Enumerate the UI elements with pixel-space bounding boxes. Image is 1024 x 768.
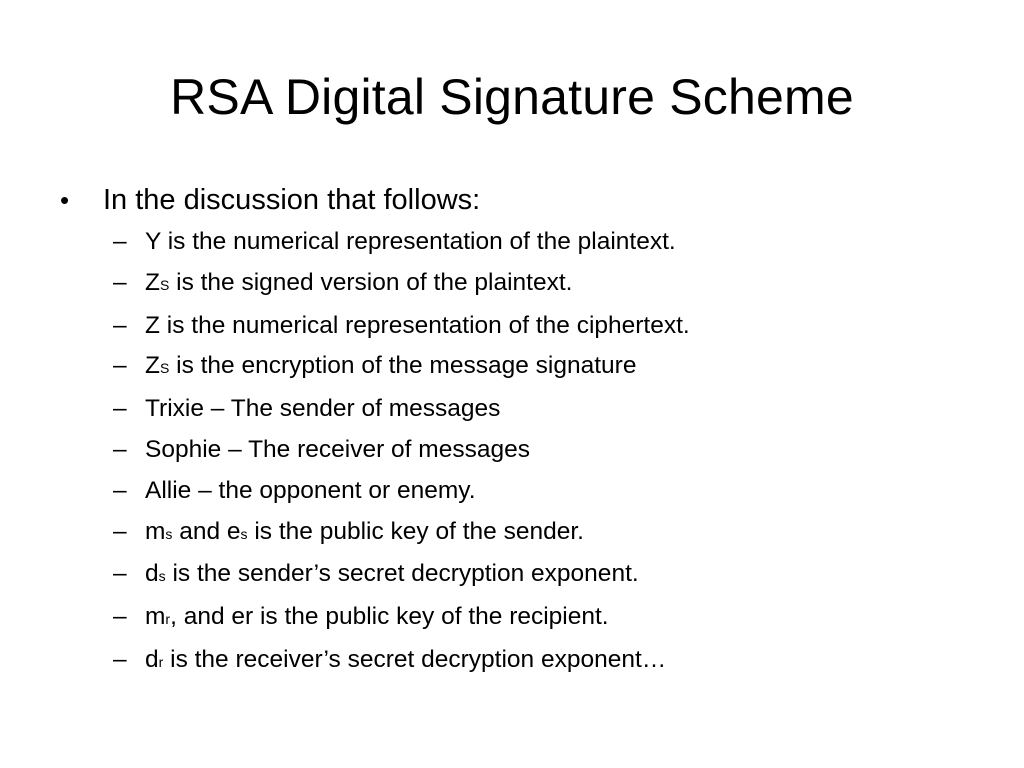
sub-bullet-list: – Y is the numerical representation of t… <box>58 222 988 683</box>
dash-icon: – <box>113 352 127 380</box>
sub-bullet-item: – ms and es is the public key of the sen… <box>58 512 988 555</box>
sub-bullet-text: Y is the numerical representation of the… <box>145 228 676 255</box>
dash-icon: – <box>113 311 127 339</box>
sub-bullet-item: – Allie – the opponent or enemy. <box>58 471 988 512</box>
dash-icon: – <box>113 228 127 255</box>
dash-icon: – <box>113 395 127 423</box>
sub-bullet-text: Z is the numerical representation of the… <box>145 311 690 339</box>
subscript: S <box>159 276 170 293</box>
sub-bullet-item: – Sophie – The receiver of messages <box>58 430 988 471</box>
dash-icon: – <box>113 603 127 631</box>
sub-bullet-text: Allie – the opponent or enemy. <box>145 476 476 504</box>
sub-bullet-item: – mr, and er is the public key of the re… <box>58 597 988 640</box>
subscript: r <box>165 611 171 628</box>
dash-icon: – <box>113 476 127 504</box>
bullet-icon: • <box>60 185 70 215</box>
dash-icon: – <box>113 560 127 588</box>
subscript: s <box>165 525 173 542</box>
bullet-item: • In the discussion that follows: <box>58 178 988 222</box>
subscript: r <box>158 653 164 670</box>
bullet-text: In the discussion that follows: <box>103 184 481 216</box>
sub-bullet-item: – ZS is the signed version of the plaint… <box>58 263 988 306</box>
dash-icon: – <box>113 268 127 296</box>
sub-bullet-text: ZS is the signed version of the plaintex… <box>145 268 573 296</box>
sub-bullet-text: mr, and er is the public key of the reci… <box>145 603 609 631</box>
sub-bullet-text: ZS is the encryption of the message sign… <box>145 352 637 380</box>
slide-content: • In the discussion that follows: – Y is… <box>58 178 988 683</box>
sub-bullet-text: dr is the receiver’s secret decryption e… <box>145 645 667 673</box>
sub-bullet-item: – Z is the numerical representation of t… <box>58 306 988 347</box>
sub-bullet-item: – ZS is the encryption of the message si… <box>58 346 988 389</box>
subscript: S <box>159 360 170 377</box>
sub-bullet-text: Sophie – The receiver of messages <box>145 435 530 463</box>
sub-bullet-item: – Trixie – The sender of messages <box>58 389 988 430</box>
sub-bullet-item: – dr is the receiver’s secret decryption… <box>58 640 988 683</box>
sub-bullet-text: ms and es is the public key of the sende… <box>145 517 584 545</box>
subscript: s <box>240 525 248 542</box>
slide-title: RSA Digital Signature Scheme <box>170 69 854 125</box>
sub-bullet-item: – ds is the sender’s secret decryption e… <box>58 554 988 597</box>
dash-icon: – <box>113 435 127 463</box>
dash-icon: – <box>113 645 127 673</box>
dash-icon: – <box>113 517 127 545</box>
sub-bullet-item: – Y is the numerical representation of t… <box>58 222 988 263</box>
sub-bullet-text: ds is the sender’s secret decryption exp… <box>145 560 639 588</box>
subscript: s <box>158 568 166 585</box>
sub-bullet-text: Trixie – The sender of messages <box>145 395 501 423</box>
